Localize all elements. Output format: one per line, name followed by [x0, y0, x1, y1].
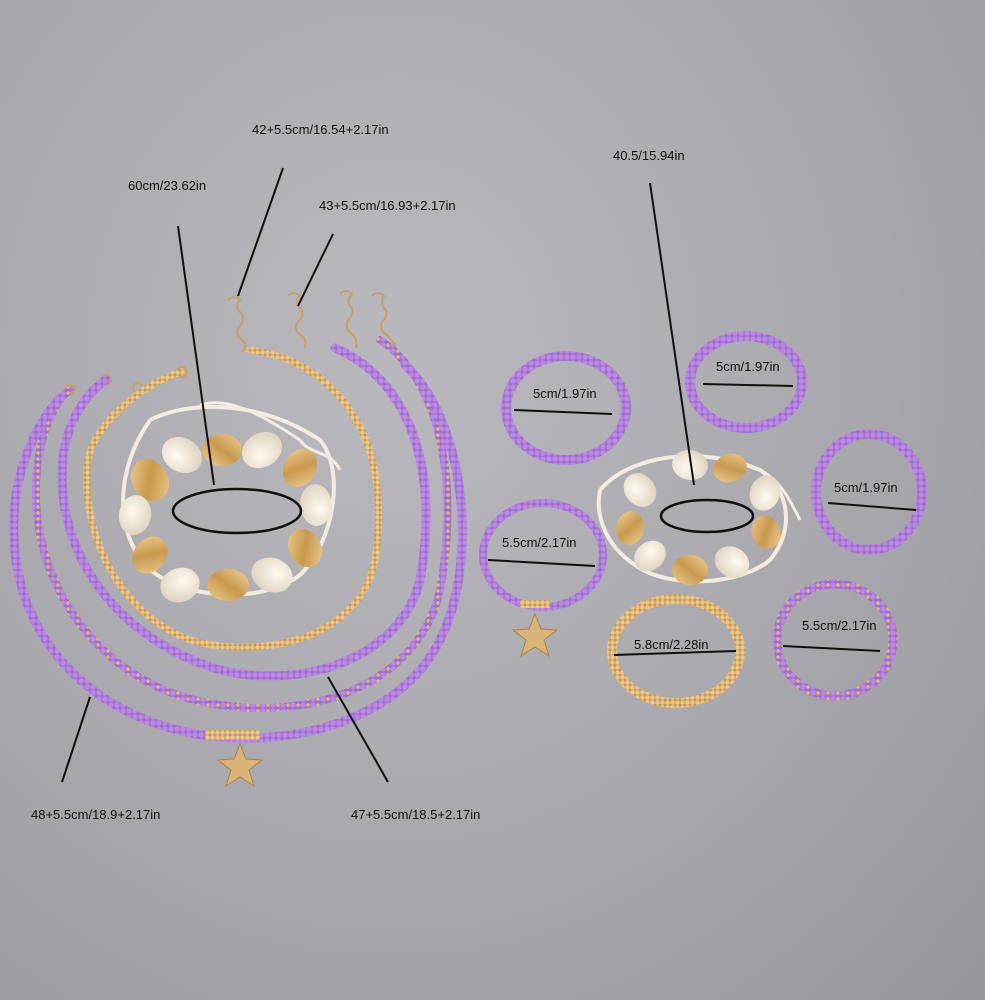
starfish-bracelet [479, 499, 607, 611]
extender-chain-1 [227, 296, 246, 353]
extender-chain-4 [371, 292, 399, 353]
extender-chain-3 [339, 290, 358, 349]
shell-anklet-measure-ring [659, 498, 755, 534]
starfish-pendant-bracelet [512, 613, 558, 657]
gold-bead-bracelet [607, 594, 745, 708]
label-necklace-a: 42+5.5cm/16.54+2.17in [252, 122, 389, 137]
label-mixed-bracelet: 5.5cm/2.17in [802, 618, 877, 633]
label-necklace-b: 43+5.5cm/16.93+2.17in [319, 198, 456, 213]
shell-necklace [118, 401, 342, 603]
label-necklace-c: 48+5.5cm/18.9+2.17in [31, 807, 161, 822]
starfish-pendant-necklace [217, 743, 263, 787]
extender-chain-2 [287, 292, 307, 349]
label-gold-bracelet: 5.8cm/2.28in [634, 637, 709, 652]
shell-anklet [596, 449, 802, 585]
label-shell-necklace: 60cm/23.62in [128, 178, 207, 193]
label-starfish-bracelet: 5.5cm/2.17in [502, 535, 577, 550]
label-bracelet-2: 5cm/1.97in [716, 359, 780, 374]
purple-bracelet-2 [685, 331, 807, 433]
purple-bracelet-3 [811, 429, 927, 555]
measurement-lines [61, 167, 917, 783]
shell-necklace-measure-ring [171, 487, 303, 535]
label-bracelet-1: 5cm/1.97in [533, 386, 597, 401]
label-bracelet-3: 5cm/1.97in [834, 480, 898, 495]
mixed-bead-bracelet [772, 579, 898, 701]
purple-bracelet-1 [501, 351, 631, 465]
label-shell-anklet: 40.5/15.94in [613, 148, 685, 163]
label-necklace-d: 47+5.5cm/18.5+2.17in [351, 807, 481, 822]
